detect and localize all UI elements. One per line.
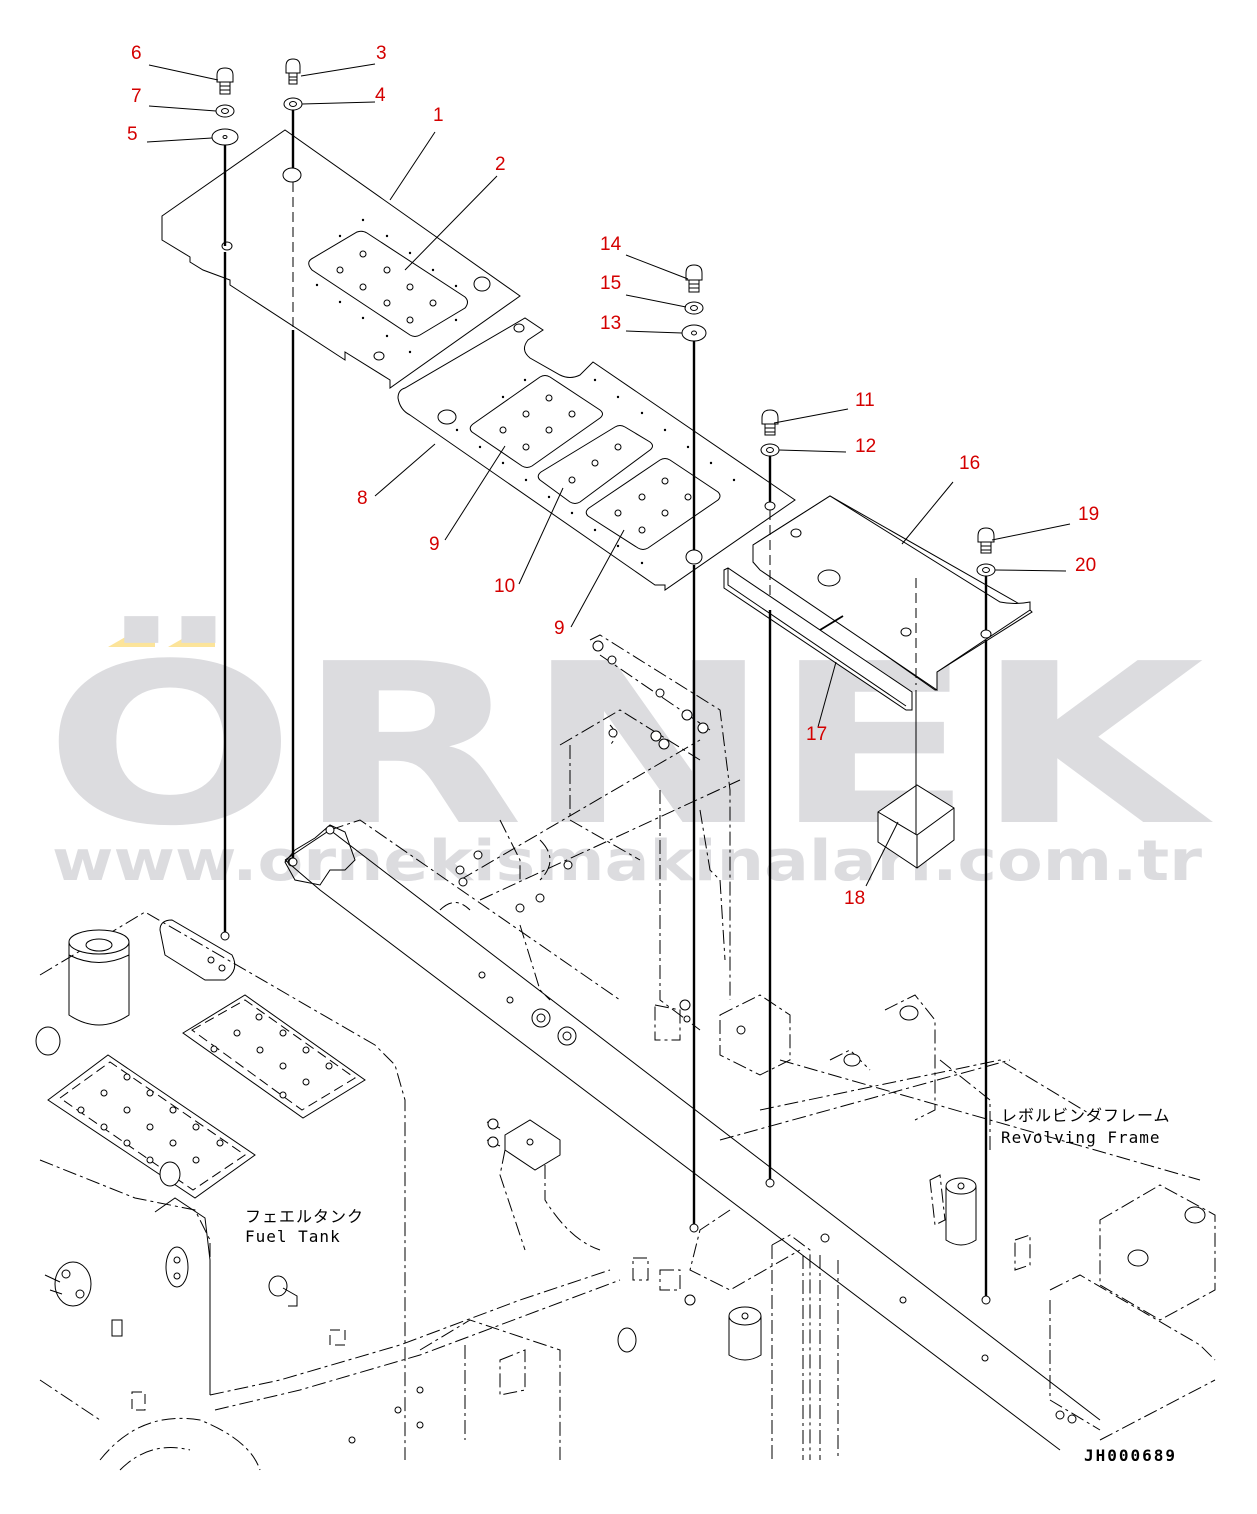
- watermark-accent-left: [108, 620, 155, 647]
- callout-17: 17: [806, 724, 827, 745]
- callout-15: 15: [600, 273, 621, 294]
- mat-holes-2: [336, 250, 437, 324]
- part-18-block: [877, 690, 955, 869]
- watermark: ÖRNEK www.ornekismakinalari.com.tr: [44, 616, 1213, 894]
- callout-7: 7: [131, 86, 142, 107]
- mat-9-lower: [585, 458, 721, 550]
- part-17-seal-strip: [723, 567, 913, 711]
- callout-9b: 9: [554, 618, 565, 639]
- leader-lines: [146, 63, 1071, 887]
- callout-8: 8: [357, 488, 368, 509]
- machine-frame: [35, 634, 1216, 1471]
- callout-16: 16: [959, 453, 980, 474]
- fasteners: [211, 58, 996, 577]
- tank-mat-1: [182, 994, 366, 1119]
- mat-10-center: [537, 425, 653, 504]
- bolt-3: [285, 58, 301, 85]
- callout-2: 2: [495, 154, 506, 175]
- revolving-frame-label-en: Revolving Frame: [1001, 1128, 1161, 1147]
- callouts: 1 2 3 4 5 6 7 8 9 10 9 11 12 13 14 15 16…: [127, 43, 1099, 909]
- callout-5: 5: [127, 124, 138, 145]
- mat-9-upper: [469, 375, 603, 468]
- tank-mat-2: [47, 1054, 256, 1199]
- callout-12: 12: [855, 436, 876, 457]
- swing-frame-right: [617, 994, 1216, 1460]
- callout-18: 18: [844, 888, 865, 909]
- callout-13: 13: [600, 313, 621, 334]
- callout-6: 6: [131, 43, 142, 64]
- callout-20: 20: [1075, 555, 1096, 576]
- hose-bracket: [486, 1118, 601, 1251]
- callout-4: 4: [375, 85, 386, 106]
- callout-11: 11: [855, 390, 875, 411]
- fuel-cap: [68, 929, 130, 1026]
- part-1-cover-plate: [161, 129, 521, 389]
- watermark-accent-right: [168, 620, 215, 647]
- revolving-frame-label-jp: レボルビングフレーム: [1001, 1106, 1171, 1125]
- bolt-19: [977, 527, 995, 554]
- callout-1: 1: [433, 105, 444, 126]
- bolt-14: [685, 264, 703, 293]
- callout-10: 10: [494, 576, 515, 597]
- center-bracket: [439, 634, 741, 1041]
- damper-cylinder: [945, 1177, 977, 1246]
- bolt-11: [761, 409, 779, 436]
- callout-9a: 9: [429, 534, 440, 555]
- fuel-tank-label-en: Fuel Tank: [245, 1227, 341, 1246]
- cushion-cylinder: [728, 1306, 762, 1361]
- assembly-lines: [220, 110, 991, 1305]
- sender-unit: [44, 1261, 92, 1307]
- callout-19: 19: [1078, 504, 1099, 525]
- callout-3: 3: [376, 43, 387, 64]
- fuel-tank-label-jp: フェエルタンク: [245, 1207, 364, 1226]
- part-16-cover-plate: [752, 495, 1033, 691]
- drawing-code: JH000689: [1084, 1446, 1177, 1465]
- bolt-6: [216, 67, 234, 95]
- part-8-cover-plate: [397, 317, 796, 591]
- annotations: フェエルタンク Fuel Tank レボルビングフレーム Revolving F…: [245, 1106, 1177, 1465]
- watermark-url: www.ornekismakinalari.com.tr: [52, 829, 1202, 894]
- callout-14: 14: [600, 234, 622, 255]
